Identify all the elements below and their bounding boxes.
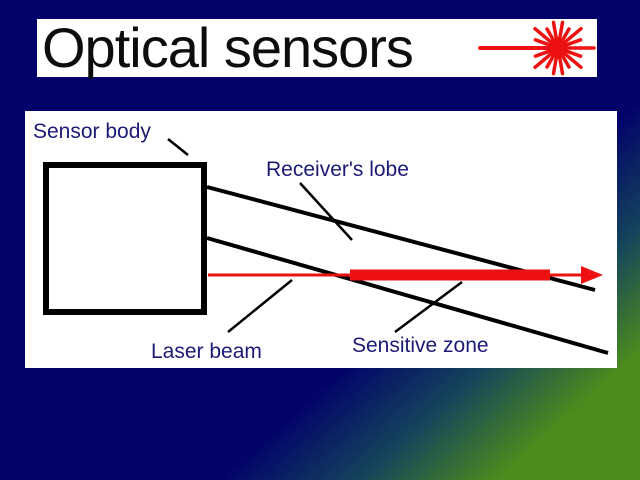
laser-beam-label: Laser beam (151, 340, 262, 363)
sensor-diagram (43, 138, 609, 355)
sensitive-zone-pointer-line (394, 280, 463, 334)
title-bar: Optical sensors (37, 19, 597, 77)
laser-arrowhead (581, 266, 603, 284)
receivers-lobe-label: Receiver's lobe (266, 158, 409, 181)
laser-beam-pointer-line (227, 279, 293, 333)
diagram-panel: Sensor body Receiver's lobe Laser beam S… (25, 111, 617, 368)
receivers-lobe-pointer-line (299, 182, 353, 241)
sensor-body-pointer-line (167, 138, 189, 156)
laser-starburst-icon (478, 20, 596, 76)
sensor-body-label: Sensor body (33, 120, 151, 143)
sensitive-zone-label: Sensitive zone (352, 334, 489, 357)
slide-title: Optical sensors (42, 16, 414, 79)
sensor-body-square (43, 162, 207, 315)
receiver-lobe-lower-line (206, 236, 609, 355)
